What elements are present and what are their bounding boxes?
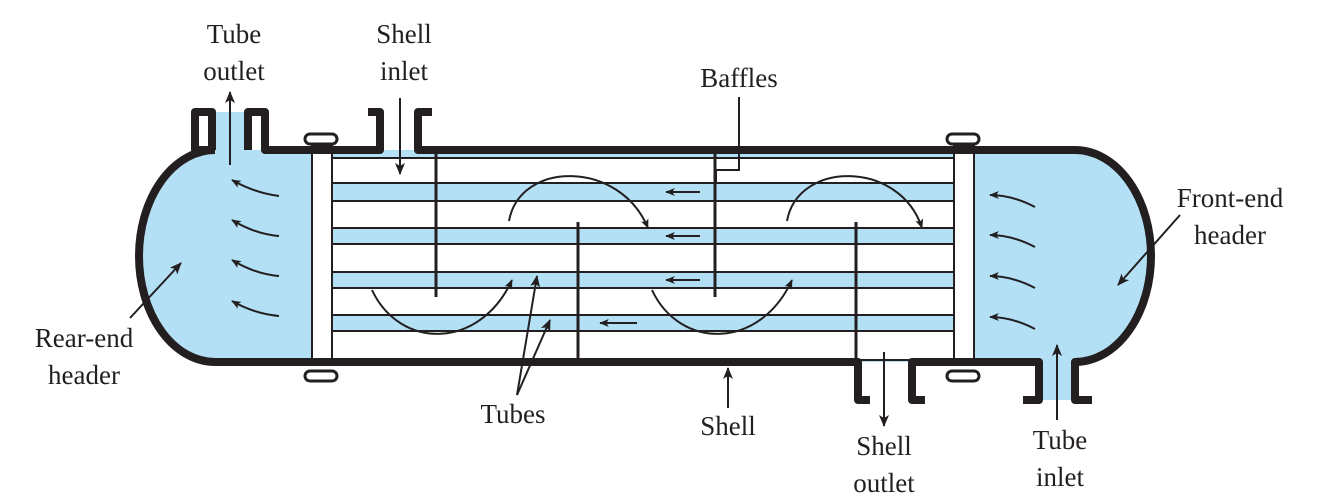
front-header-arrow-4 xyxy=(989,313,1036,330)
header-flow-arrows xyxy=(231,179,1036,330)
tube-2 xyxy=(311,200,975,229)
tubes-leader-1 xyxy=(516,275,541,396)
swirl-bottom-2 xyxy=(651,279,793,335)
shell-flow-arrows xyxy=(371,175,924,335)
tube-sheet-right xyxy=(953,145,975,365)
tube-3 xyxy=(311,243,975,273)
rear-end-header-leader xyxy=(129,262,182,319)
flange-bolts xyxy=(303,132,981,383)
rear-header-arrow-1 xyxy=(231,179,280,197)
swirl-top-2 xyxy=(786,175,924,229)
bolt-top-left xyxy=(303,132,339,146)
tube-sheet-left xyxy=(311,145,333,365)
tube-1 xyxy=(311,157,975,184)
baffles-label: Baffles xyxy=(700,63,778,93)
tubes-label: Tubes xyxy=(480,399,546,429)
front-header-arrow-3 xyxy=(989,272,1036,289)
rear-header-arrow-4 xyxy=(231,300,280,317)
vessel-outline xyxy=(135,108,1155,404)
front-header-arrow-2 xyxy=(989,231,1036,248)
leader-lines xyxy=(129,97,1181,408)
bolt-bottom-right xyxy=(945,369,981,383)
swirl-bottom-1 xyxy=(371,279,513,335)
baffles-leader xyxy=(715,97,740,184)
shell-label: Shell xyxy=(700,411,756,441)
front-end-header-leader xyxy=(1117,214,1181,286)
tubes-leader-2 xyxy=(516,319,551,396)
bolt-bottom-left xyxy=(303,369,339,383)
swirl-top-1 xyxy=(508,175,649,229)
front-header-arrow-1 xyxy=(989,191,1036,208)
bolt-top-right xyxy=(945,132,981,146)
tube-5 xyxy=(311,330,975,361)
nozzle-flow-arrows xyxy=(225,91,1062,427)
rear-header-arrow-2 xyxy=(231,219,280,237)
tube-4 xyxy=(311,287,975,316)
rear-header-arrow-3 xyxy=(231,259,280,277)
